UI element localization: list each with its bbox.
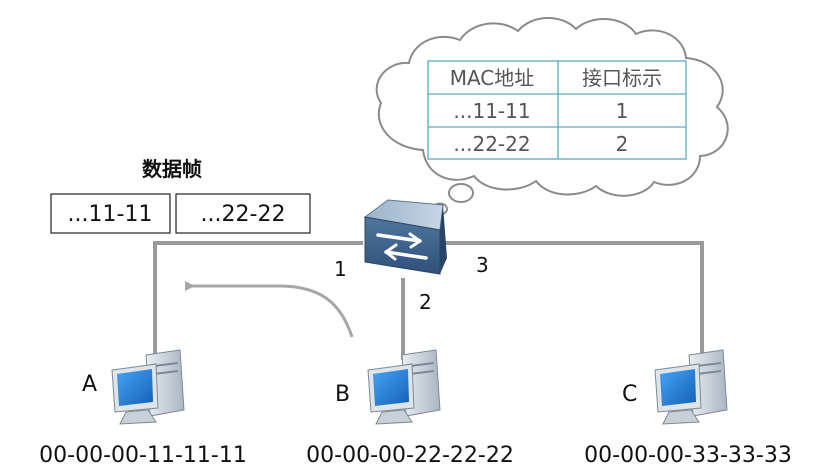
table-header-port: 接口标示 <box>582 66 662 90</box>
frame-title: 数据帧 <box>142 157 202 181</box>
link-port-1 <box>153 241 363 360</box>
table-header-mac: MAC地址 <box>450 66 535 90</box>
host-b-mac: 00-00-00-22-22-22 <box>306 443 514 468</box>
frame-dst-box <box>175 193 311 234</box>
host-a-mac: 00-00-00-11-11-11 <box>39 443 247 468</box>
network-links <box>153 241 704 360</box>
mac-table-bubble: MAC地址 接口标示 ...11-11 1 ...22-22 2 <box>375 17 729 216</box>
table-row-2-port: 2 <box>616 132 629 156</box>
link-port-3 <box>440 241 704 358</box>
frame-flow-arrow <box>185 281 354 338</box>
host-c: C 00-00-00-33-33-33 <box>584 349 792 468</box>
computer-icon <box>654 349 728 425</box>
table-row-1-port: 1 <box>616 99 629 123</box>
data-frame: 数据帧 ...11-11 ...22-22 <box>50 157 311 234</box>
frame-dst-field: ...22-22 <box>201 202 286 227</box>
host-a-letter: A <box>82 372 97 397</box>
table-row-2-mac: ...22-22 <box>453 132 530 156</box>
computer-icon <box>111 349 185 425</box>
frame-src-box <box>50 193 171 234</box>
table-row-1-mac: ...11-11 <box>453 99 530 123</box>
host-b-letter: B <box>335 382 350 407</box>
frame-src-field: ...11-11 <box>68 202 153 227</box>
port-label-1: 1 <box>334 257 347 281</box>
host-b: B 00-00-00-22-22-22 <box>306 349 514 468</box>
port-label-3: 3 <box>476 253 489 277</box>
switch-icon <box>363 199 447 275</box>
host-c-mac: 00-00-00-33-33-33 <box>584 443 792 468</box>
computer-icon <box>367 349 441 425</box>
port-label-2: 2 <box>419 290 432 314</box>
host-c-letter: C <box>622 382 637 407</box>
cloud-shape <box>375 17 729 197</box>
host-a: A 00-00-00-11-11-11 <box>39 349 247 468</box>
bubble-dot-large <box>448 183 474 203</box>
mac-table: MAC地址 接口标示 ...11-11 1 ...22-22 2 <box>427 60 687 160</box>
